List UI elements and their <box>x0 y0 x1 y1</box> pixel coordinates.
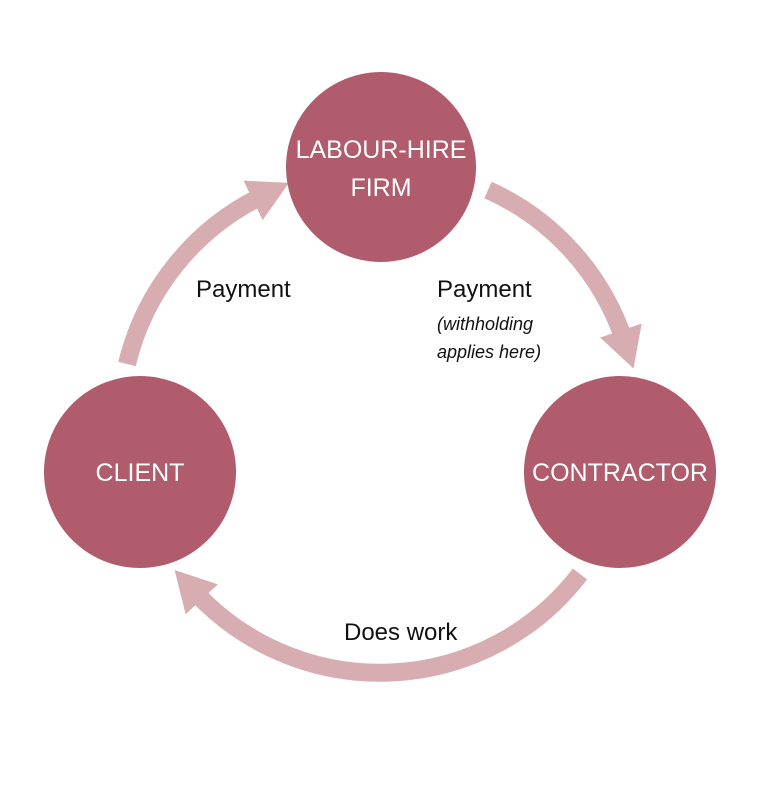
arrow-contractor-to-client <box>174 568 588 682</box>
edge-label-does-work: Does work <box>344 619 458 646</box>
node-label-line2: FIRM <box>350 174 411 202</box>
edge-note-line1: (withholding <box>437 314 533 334</box>
node-contractor <box>524 376 716 568</box>
node-label-line1: LABOUR-HIRE <box>296 136 467 164</box>
arrow-firm-to-contractor <box>484 181 642 369</box>
arrow-client-to-firm <box>118 180 289 367</box>
edge-label-firm-payment: Payment <box>437 276 532 303</box>
node-client <box>44 376 236 568</box>
node-label-client: CLIENT <box>96 459 185 487</box>
edge-note-line2: applies here) <box>437 342 541 362</box>
node-label-contractor: CONTRACTOR <box>532 459 708 487</box>
node-labour-hire-firm <box>286 72 476 262</box>
edge-label-client-payment: Payment <box>196 276 291 303</box>
